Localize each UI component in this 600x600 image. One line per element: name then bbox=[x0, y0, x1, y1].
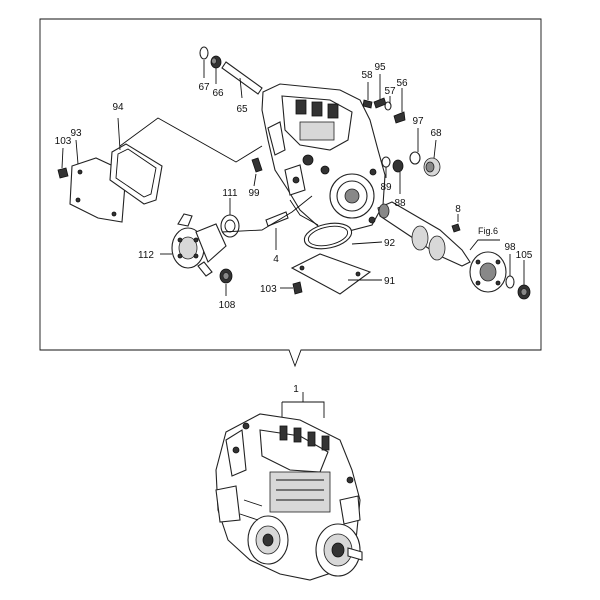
nut-105 bbox=[517, 284, 531, 300]
callout-58: 58 bbox=[361, 70, 373, 81]
camshaft-8 bbox=[377, 201, 471, 267]
pin-99 bbox=[251, 157, 263, 173]
screw-56 bbox=[393, 111, 406, 124]
plug-68 bbox=[423, 157, 441, 177]
gasket-94 bbox=[109, 143, 163, 205]
screw-58 bbox=[362, 99, 373, 109]
cover-91 bbox=[290, 253, 372, 295]
callout-56: 56 bbox=[396, 78, 408, 89]
exploded-view-frame bbox=[39, 18, 542, 368]
callout-88: 88 bbox=[394, 198, 406, 209]
o-ring-97 bbox=[409, 151, 421, 165]
callout-89: 89 bbox=[380, 182, 392, 193]
callout-1: 1 bbox=[293, 384, 299, 395]
callout-4: 4 bbox=[273, 254, 279, 265]
o-ring-89 bbox=[381, 156, 391, 168]
key-8 bbox=[451, 223, 461, 233]
callout-93: 93 bbox=[70, 128, 82, 139]
callout-91: 91 bbox=[384, 276, 396, 287]
callout-65: 65 bbox=[236, 104, 248, 115]
callout-labels: 1 67 66 65 58 95 57 56 97 68 89 88 8 Fig… bbox=[55, 62, 533, 395]
washer-98 bbox=[505, 275, 515, 289]
callout-99: 99 bbox=[248, 188, 260, 199]
callout-57: 57 bbox=[384, 86, 396, 97]
callout-8: 8 bbox=[455, 204, 461, 215]
callout-68: 68 bbox=[430, 128, 442, 139]
callout-103-bottom: 103 bbox=[260, 284, 277, 295]
callout-98: 98 bbox=[504, 242, 516, 253]
callout-103-left: 103 bbox=[55, 136, 72, 147]
governor-112 bbox=[171, 213, 227, 277]
pump-assembly bbox=[215, 392, 363, 581]
seal-111 bbox=[220, 214, 240, 238]
callout-92: 92 bbox=[384, 238, 396, 249]
callout-105: 105 bbox=[516, 250, 533, 261]
callout-95: 95 bbox=[374, 62, 386, 73]
callout-67: 67 bbox=[198, 82, 210, 93]
nut-88 bbox=[392, 159, 404, 173]
drive-flange bbox=[469, 251, 507, 293]
callout-66: 66 bbox=[212, 88, 224, 99]
callout-94: 94 bbox=[112, 102, 124, 113]
o-ring-67 bbox=[199, 46, 209, 60]
callout-111: 111 bbox=[222, 188, 238, 199]
pin-65 bbox=[221, 61, 263, 95]
washer-57 bbox=[384, 101, 392, 111]
bolt-103b bbox=[292, 281, 303, 295]
callout-97: 97 bbox=[412, 116, 424, 127]
callout-108: 108 bbox=[219, 300, 236, 311]
gasket-92 bbox=[303, 222, 353, 250]
callout-112: 112 bbox=[138, 250, 154, 261]
nut-66 bbox=[210, 55, 222, 69]
leader-lines bbox=[61, 60, 525, 296]
stud-4 bbox=[265, 211, 289, 227]
screw-103a bbox=[57, 167, 69, 179]
nut-108 bbox=[219, 268, 233, 284]
pump-housing bbox=[261, 83, 386, 233]
fig-reference: Fig.6 bbox=[478, 226, 498, 236]
